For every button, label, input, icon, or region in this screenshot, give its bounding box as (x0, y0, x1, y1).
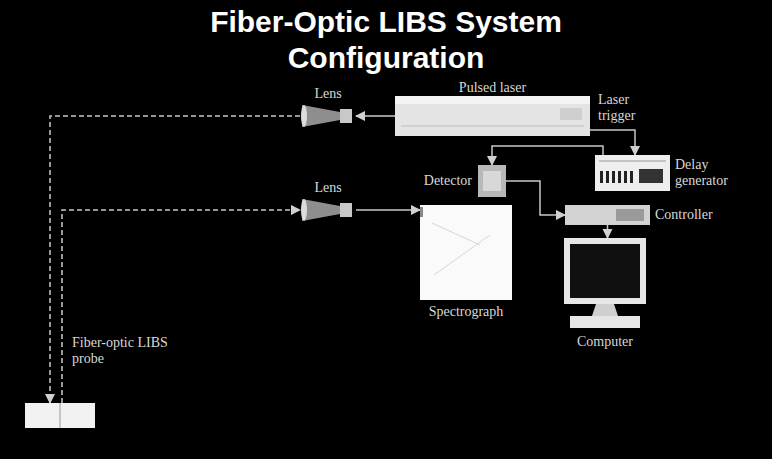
signal-line (506, 181, 565, 215)
delay-generator-box-shape (595, 155, 670, 191)
optical-fiber (50, 116, 300, 403)
lens-component: Lens (300, 180, 356, 224)
delay-generator-box: Delay generator (595, 155, 741, 191)
signal-line (356, 115, 395, 117)
probe-box-shape (25, 403, 95, 428)
spectrograph-box-shape (420, 205, 512, 300)
component-label: Computer (577, 334, 633, 350)
signal-line (607, 225, 609, 238)
lens-component-shape (300, 102, 356, 130)
detector-box: Detector (412, 165, 506, 197)
probe-box: Fiber-optic LIBS probe (25, 335, 190, 428)
component-label: Pulsed laser (459, 80, 526, 96)
signal-line (492, 146, 603, 165)
lens-component-shape (300, 196, 356, 224)
laser-box: Pulsed laser (395, 80, 590, 136)
component-label: Delay generator (675, 157, 741, 189)
laser-box-shape (395, 96, 590, 136)
diagram-title: Fiber-Optic LIBS System Configuration (166, 4, 606, 76)
lens-component: Lens (300, 86, 356, 130)
optical-fiber (62, 210, 300, 403)
spectrograph-box: Spectrograph (420, 205, 512, 320)
component-label: Fiber-optic LIBS probe (72, 335, 190, 367)
detector-box-shape (478, 165, 506, 197)
controller-box: Controller (565, 205, 713, 225)
component-label: Controller (655, 207, 713, 223)
signal-line (356, 209, 420, 211)
computer-monitor: Computer (560, 238, 650, 350)
controller-box-shape (565, 205, 650, 225)
component-label: Spectrograph (429, 304, 504, 320)
edge-label: Laser trigger (598, 92, 662, 124)
component-label: Lens (314, 86, 341, 102)
component-label: Lens (314, 180, 341, 196)
computer-monitor-shape (560, 238, 650, 330)
signal-line (590, 130, 635, 155)
component-label: Detector (412, 173, 472, 189)
